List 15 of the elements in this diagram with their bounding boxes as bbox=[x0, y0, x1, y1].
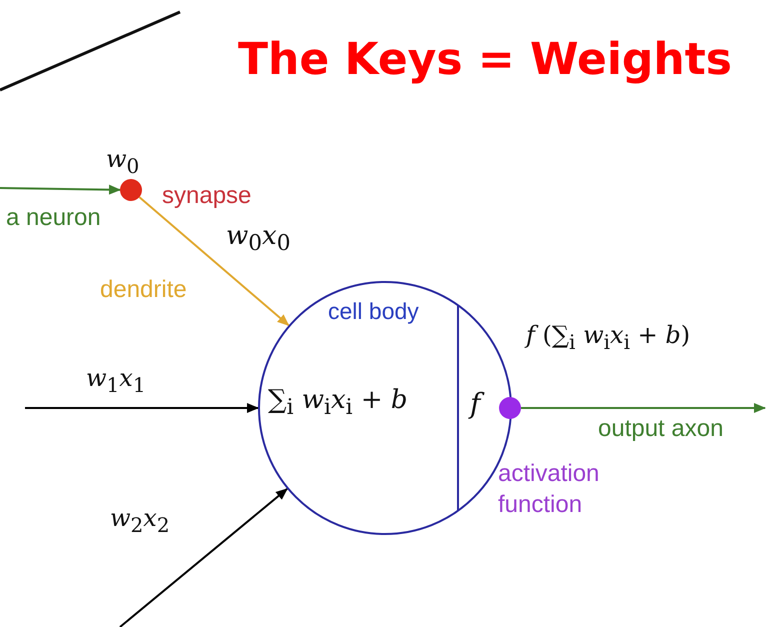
activation-dot bbox=[499, 397, 521, 419]
arrow bbox=[521, 403, 766, 413]
synapse-dot bbox=[120, 179, 142, 201]
product-label: w$_{0}$x$_{0}$ bbox=[226, 222, 290, 256]
sum-formula: ∑$_{i}$ w$_{i}$x$_{i}$ + b bbox=[268, 386, 408, 420]
weight-label: w$_{0}$ bbox=[106, 146, 140, 177]
caption-text: activation function bbox=[498, 459, 600, 520]
arrow bbox=[119, 488, 288, 627]
arrow bbox=[25, 403, 259, 413]
arrow bbox=[138, 196, 290, 326]
output-formula: f (∑$_{i}$ w$_{i}$x$_{i}$ + b) bbox=[526, 322, 690, 353]
title: The Keys = Weights bbox=[238, 36, 732, 84]
arrow bbox=[0, 184, 121, 195]
node-caption: synapse bbox=[162, 183, 252, 210]
node-title: cell body bbox=[328, 299, 419, 324]
